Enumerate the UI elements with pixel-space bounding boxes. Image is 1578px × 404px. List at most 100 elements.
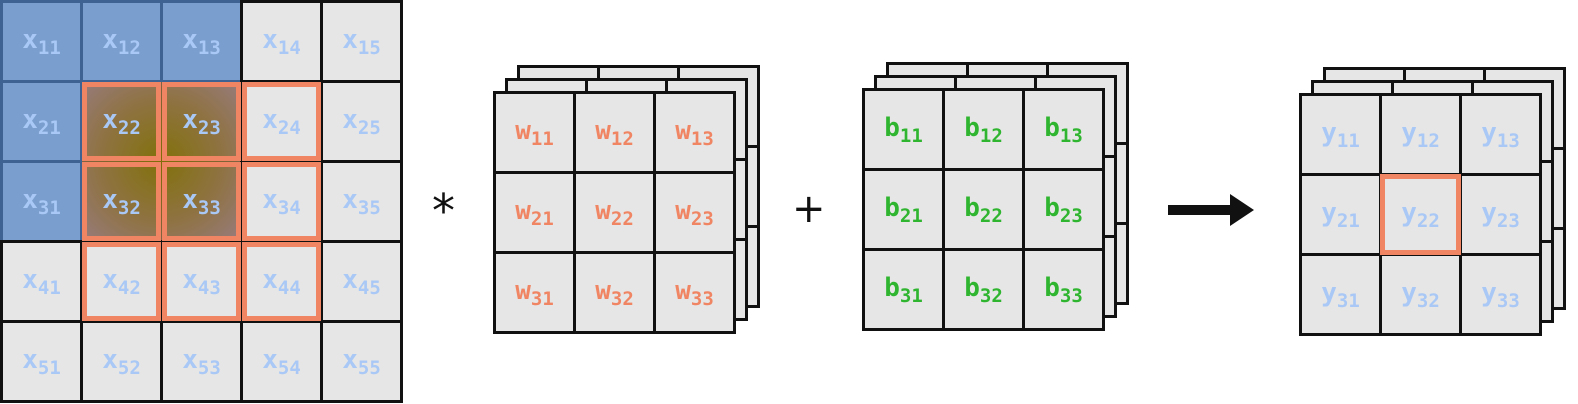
output-index: 13: [1496, 129, 1520, 152]
weights-label: w32: [595, 276, 634, 310]
output-label: y22: [1401, 198, 1440, 232]
input-cell: [160, 160, 243, 243]
weights-index: 13: [690, 127, 714, 150]
weights-symbol: w: [595, 195, 611, 226]
weights-cell: w23: [653, 171, 736, 254]
output-index: 21: [1336, 209, 1360, 232]
output-highlight-cell: [1380, 174, 1461, 255]
weights-label: w12: [595, 116, 634, 150]
bias-symbol: b: [1044, 112, 1060, 143]
weights-label: w23: [675, 196, 714, 230]
input-cell: [320, 160, 403, 243]
bias-label: b12: [964, 113, 1003, 147]
weights-index: 21: [530, 207, 554, 230]
bias-cell: b13: [1022, 88, 1105, 171]
bias-label: b31: [884, 273, 923, 307]
weights-label: w33: [675, 276, 714, 310]
bias-symbol: b: [884, 112, 900, 143]
output-label: y13: [1481, 118, 1520, 152]
output-label: y23: [1481, 198, 1520, 232]
bias-symbol: b: [964, 272, 980, 303]
input-cell: [240, 160, 323, 243]
output-symbol: y: [1321, 197, 1337, 228]
bias-symbol: b: [1044, 272, 1060, 303]
bias-cell: b32: [942, 248, 1025, 331]
convolution-operator: *: [432, 184, 455, 238]
weights-cell: w12: [573, 91, 656, 174]
weights-symbol: w: [675, 195, 691, 226]
weights-label: w31: [515, 276, 554, 310]
weights-cell: w32: [573, 251, 656, 334]
bias-label: b33: [1044, 273, 1083, 307]
weights-cell: w13: [653, 91, 736, 174]
right-arrow-icon: [1168, 194, 1254, 226]
input-cell: [240, 80, 323, 163]
bias-symbol: b: [884, 192, 900, 223]
input-cell: [80, 0, 163, 83]
input-cell: [240, 0, 323, 83]
bias-cell: b12: [942, 88, 1025, 171]
output-cell: y13: [1459, 93, 1542, 176]
output-symbol: y: [1481, 277, 1497, 308]
bias-cell: b23: [1022, 168, 1105, 251]
weights-symbol: w: [595, 275, 611, 306]
output-cell: y23: [1459, 173, 1542, 256]
bias-index: 32: [979, 284, 1003, 307]
bias-cell: b21: [862, 168, 945, 251]
output-label: y12: [1401, 118, 1440, 152]
input-cell: [80, 160, 163, 243]
output-label: y31: [1321, 278, 1360, 312]
weights-symbol: w: [515, 115, 531, 146]
output-index: 23: [1496, 209, 1520, 232]
weights-cell: w31: [493, 251, 576, 334]
output-cell: y12: [1379, 93, 1462, 176]
bias-cell: b11: [862, 88, 945, 171]
output-cell: y33: [1459, 253, 1542, 336]
weights-symbol: w: [675, 275, 691, 306]
bias-symbol: b: [1044, 192, 1060, 223]
weights-label: w22: [595, 196, 634, 230]
input-cell: [240, 320, 323, 403]
output-symbol: y: [1481, 117, 1497, 148]
weights-symbol: w: [515, 275, 531, 306]
input-cell: [0, 240, 83, 323]
output-label: y21: [1321, 198, 1360, 232]
output-index: 22: [1416, 209, 1440, 232]
input-cell: [0, 0, 83, 83]
weights-index: 11: [530, 127, 554, 150]
weights-index: 12: [610, 127, 634, 150]
input-cell: [80, 240, 163, 323]
weights-label: w21: [515, 196, 554, 230]
output-label: y32: [1401, 278, 1440, 312]
input-cell: [240, 240, 323, 323]
bias-index: 22: [979, 204, 1003, 227]
input-cell: [320, 80, 403, 163]
bias-label: b13: [1044, 113, 1083, 147]
weights-label: w11: [515, 116, 554, 150]
output-index: 12: [1416, 129, 1440, 152]
weights-cell: w22: [573, 171, 656, 254]
bias-symbol: b: [964, 192, 980, 223]
bias-cell: b31: [862, 248, 945, 331]
weights-symbol: w: [595, 115, 611, 146]
input-cell: [320, 0, 403, 83]
output-cell: y11: [1299, 93, 1382, 176]
bias-symbol: b: [884, 272, 900, 303]
output-symbol: y: [1401, 117, 1417, 148]
weights-index: 32: [610, 287, 634, 310]
output-symbol: y: [1481, 197, 1497, 228]
input-cell: [0, 80, 83, 163]
weights-index: 22: [610, 207, 634, 230]
bias-label: b21: [884, 193, 923, 227]
input-cell: [160, 320, 243, 403]
input-cell: [160, 80, 243, 163]
output-symbol: y: [1321, 277, 1337, 308]
input-cell: [320, 320, 403, 403]
weights-index: 33: [690, 287, 714, 310]
weights-symbol: w: [515, 195, 531, 226]
bias-index: 11: [899, 124, 923, 147]
bias-index: 23: [1059, 204, 1083, 227]
output-index: 11: [1336, 129, 1360, 152]
output-cell: y31: [1299, 253, 1382, 336]
input-cell: [320, 240, 403, 323]
